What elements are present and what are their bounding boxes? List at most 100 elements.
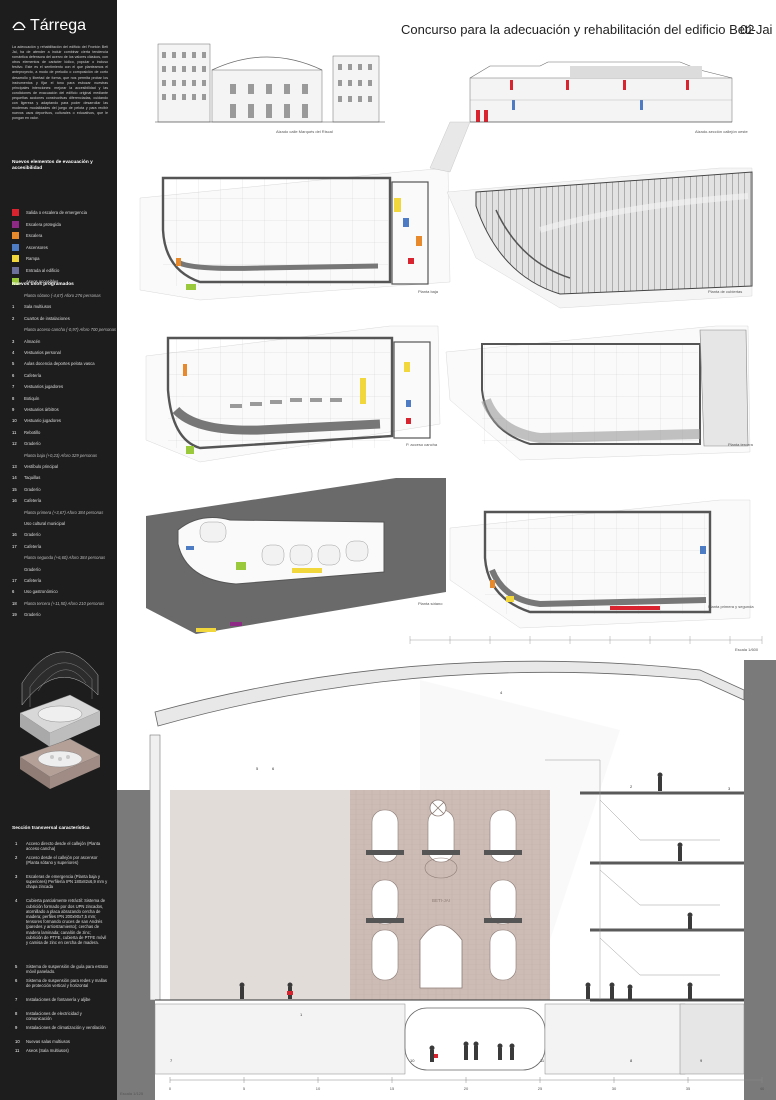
use-item: Planta primera (+3,67) Aforo 384 persona… — [12, 510, 112, 518]
use-number: 11 — [12, 429, 17, 435]
section-item-number: 9 — [15, 1025, 18, 1030]
section-item-number: 8 — [15, 1011, 18, 1017]
plan-court-access — [145, 325, 441, 463]
use-label: Cuartos de instalaciones — [24, 315, 70, 321]
caption-plan-court: P. acceso cancha — [406, 442, 438, 447]
use-label: Cafetería — [24, 543, 42, 549]
section-item-label: Acceso desde el callejón por ascensor (P… — [26, 854, 98, 866]
use-item: Uso cultural municipal — [12, 521, 112, 529]
use-item: 14 Taquillas — [12, 475, 112, 483]
scale-tick-label: 30 — [612, 1086, 617, 1091]
section-callout-2: 2 — [630, 784, 633, 789]
use-label: Vestuarios jugadores — [24, 384, 64, 390]
caption-scale-plans: Escala 1/600 — [735, 647, 759, 652]
use-label: Graderío — [24, 441, 41, 447]
section-item-label: Cubierta parcialmente retráctil: Sistema… — [26, 898, 107, 945]
brand-name: Tárrega — [30, 17, 87, 34]
use-label: Aulas docencia deportes pelota vasca — [24, 361, 95, 367]
use-item: Planta sótano (-4,67) Aforo 276 personas — [12, 293, 112, 301]
caption-plan-first-second: Planta primera y segunda — [708, 604, 754, 609]
scale-tick-label: 15 — [390, 1086, 395, 1091]
use-number: 3 — [12, 338, 15, 344]
legend-item: Rampa — [12, 255, 112, 262]
section-callout-7: 7 — [170, 1058, 173, 1063]
section-item-number: 10 — [15, 1038, 20, 1044]
use-label: Vestuarios personal — [24, 350, 61, 355]
scale-tick-label: 35 — [686, 1086, 691, 1091]
use-number: 10 — [12, 418, 17, 424]
use-number: 16 — [12, 532, 17, 538]
section-callout-10: 10 — [410, 1058, 415, 1063]
section-item-label: Acceso directo desde el callejón (Planta… — [26, 841, 101, 852]
intro-text: La adecuación y rehabilitación del edifi… — [12, 45, 108, 121]
section-item-label: Instalaciones de electricidad y comunica… — [26, 1011, 82, 1022]
uses-title: Nuevos usos programados — [12, 282, 74, 287]
sheet-number: 02 — [740, 22, 755, 37]
scale-tick-label: 0 — [169, 1086, 172, 1091]
use-number: 16 — [12, 498, 17, 504]
legend-label: Entrada al edificio — [26, 267, 60, 273]
caption-scale-section: Escala 1/125 — [120, 1091, 144, 1096]
plan-roof — [446, 167, 753, 309]
use-label: Vestíbulo principal — [24, 464, 58, 469]
caption-plan-basement: Planta sótano — [418, 601, 443, 606]
use-label: Taquillas — [24, 475, 41, 481]
legend-item: Escalera protegida — [12, 220, 112, 228]
use-number: 1 — [12, 304, 15, 310]
use-number: 14 — [12, 475, 17, 481]
legend-swatch — [12, 266, 19, 274]
legend-swatch — [12, 278, 19, 285]
legend-swatch — [12, 232, 19, 239]
section-item-number: 1 — [15, 841, 18, 846]
use-label: Graderío — [24, 566, 41, 572]
use-number: 17 — [12, 543, 17, 549]
section-legend-title: Sección transversal característica — [12, 826, 90, 831]
use-label: Vestuarios árbitros — [24, 407, 59, 412]
use-label: Uso gastronómico — [24, 589, 58, 595]
section-item-label: Escaleras de emergencia (Planta baja y s… — [26, 874, 108, 890]
section-item-number: 11 — [15, 1047, 20, 1053]
legend-swatch — [12, 255, 19, 262]
tarrega-logo-icon — [12, 21, 26, 31]
use-number: 6 — [12, 372, 15, 378]
use-label: Planta baja (+0,23) Aforo 329 personas — [24, 452, 98, 458]
use-label: Botiquín — [24, 395, 40, 401]
facade-sign: BETI-JAI — [432, 898, 450, 903]
plan-third-floor — [445, 325, 751, 461]
use-number: 18 — [12, 600, 17, 606]
legend-title: Nuevos elementos de evacuación y accesib… — [12, 160, 93, 171]
use-item: Graderío — [12, 567, 112, 575]
legend-swatch — [12, 220, 19, 228]
section-item-number: 3 — [15, 874, 18, 879]
section-callout-11: 11 — [540, 1058, 545, 1063]
scale-tick-label: 25 — [538, 1086, 543, 1091]
use-label: Cafetería — [24, 578, 42, 583]
use-number: 5 — [12, 361, 15, 367]
section-callout-3: 3 — [728, 786, 731, 791]
scale-tick-label: 40 — [760, 1086, 765, 1091]
use-number: 15 — [12, 486, 17, 492]
legend-item: Entrada al edificio — [12, 266, 112, 274]
use-label: Planta sótano (-4,67) Aforo 276 personas — [24, 293, 101, 298]
use-number: 13 — [12, 464, 17, 469]
legend-item: Aseos accesibles — [12, 278, 112, 285]
use-number: 6 — [12, 589, 15, 595]
section-item-number: 6 — [15, 978, 18, 984]
section-item-number: 5 — [15, 964, 18, 970]
legend-swatch — [12, 243, 19, 251]
section-item-label: Instalaciones de climatización y ventila… — [26, 1025, 106, 1030]
use-item: 5 Aulas docencia deportes pelota vasca — [12, 361, 112, 369]
section-item-number: 2 — [15, 854, 18, 860]
